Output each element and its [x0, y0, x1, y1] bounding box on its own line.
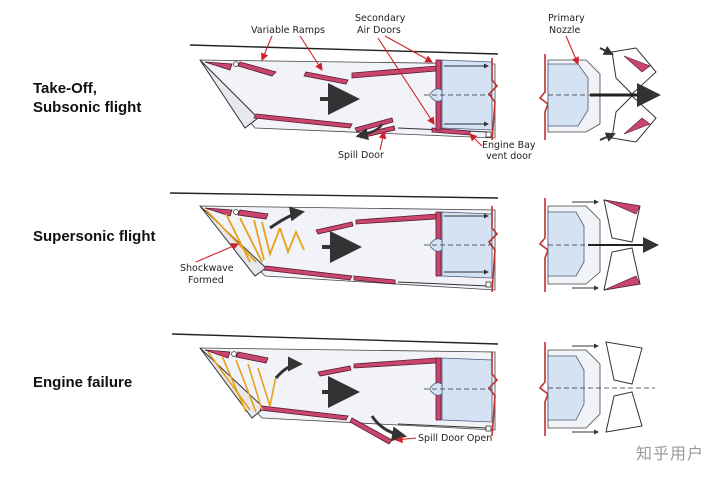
flow-arrow-upper-bleed [274, 356, 303, 379]
lower-duct-wall [259, 405, 349, 421]
row-label-failure: Engine failure [33, 374, 133, 391]
label-shockwave-line-1: Shockwave [180, 263, 234, 274]
engine-cut-line [487, 58, 499, 141]
variable-ramp-3 [315, 221, 354, 235]
variable-ramp-1 [204, 207, 233, 217]
lower-skin [397, 281, 489, 287]
row-supersonic-diagram: Shockwave Formed [169, 192, 659, 293]
leader-spill-door [378, 130, 387, 151]
nacelle-top-skin [169, 192, 499, 199]
engine-compressor [441, 357, 493, 423]
row-label-subsonic: Take-Off, Subsonic flight [33, 79, 141, 117]
leader-shockwave [195, 243, 240, 263]
secondary-flap-lower [611, 95, 657, 143]
variable-ramp-1 [204, 349, 231, 359]
ramp-hinge [233, 209, 239, 215]
leader-spill-door-open [394, 435, 417, 444]
nozzle-secondary-flow-top [599, 45, 614, 55]
shockwave-pattern [207, 351, 277, 413]
nozzle-cut-line [538, 198, 549, 292]
leader-secondary-doors-b [377, 37, 435, 125]
ramp-hinge [231, 351, 237, 357]
row-label-subsonic-line-2: Subsonic flight [33, 99, 142, 116]
leader-secondary-doors-a [384, 35, 433, 63]
leader-variable-ramps-b [299, 35, 323, 71]
nozzle-secondary-flow-bottom [599, 132, 616, 142]
leader-engine-bay [469, 133, 483, 147]
lower-duct-wall [263, 265, 353, 281]
secondary-flap-upper [605, 341, 643, 385]
label-secondary-air-doors-line-1: Secondary [355, 13, 406, 24]
row-label-subsonic-line-1: Take-Off, [33, 80, 97, 97]
secondary-flap-upper [611, 47, 657, 95]
flow-arrow-upper-bleed [269, 206, 305, 230]
label-primary-nozzle-line-2: Nozzle [549, 25, 581, 36]
row-failure-diagram: Spill Door Open [171, 333, 655, 445]
label-engine-bay-line-1: Engine Bay [482, 140, 536, 151]
secondary-flap-lower-tip [603, 275, 641, 291]
secondary-flap-upper-tip [623, 55, 651, 73]
vent-door-box [485, 131, 492, 138]
label-engine-bay-line-2: vent door [486, 151, 532, 162]
variable-ramp-2 [235, 351, 269, 364]
nacelle-top-skin [171, 333, 499, 345]
nozzle-cut-line [538, 54, 549, 140]
engine-cut-line [487, 352, 499, 437]
lower-duct-wall [253, 113, 353, 129]
spill-door [353, 275, 396, 285]
leader-primary-nozzle [565, 35, 579, 66]
spill-door-open [349, 417, 393, 445]
engine-cut-line [487, 206, 499, 293]
variable-ramp-2 [237, 61, 277, 77]
label-secondary-air-doors-line-2: Air Doors [357, 25, 401, 36]
lower-skin [397, 423, 489, 429]
ramp-hinge [233, 61, 239, 67]
row-subsonic-diagram: Variable Ramps Secondary Air Doors Prima… [189, 13, 661, 162]
variable-ramp-2 [237, 209, 269, 220]
leader-variable-ramps-a [260, 35, 273, 62]
flow-arrow-spill [370, 415, 407, 442]
row-label-supersonic: Supersonic flight [33, 228, 156, 245]
shockwave-pattern [205, 209, 305, 263]
variable-ramp-3 [317, 365, 352, 377]
variable-ramp-1 [204, 61, 233, 71]
nozzle-cut-line [538, 342, 549, 436]
intake-lower-lip [199, 59, 259, 129]
watermark: 知乎用户 [635, 444, 704, 463]
secondary-flap-lower [605, 391, 643, 433]
primary-nozzle [547, 211, 585, 277]
label-variable-ramps: Variable Ramps [251, 25, 325, 36]
vent-door-box [485, 425, 492, 432]
label-shockwave-line-2: Formed [188, 275, 224, 286]
label-spill-door-open: Spill Door Open [418, 433, 492, 444]
secondary-flap-lower-tip [623, 117, 651, 135]
label-primary-nozzle-line-1: Primary [548, 13, 585, 24]
vent-door-box [485, 281, 492, 288]
nacelle-top-skin [189, 44, 499, 55]
label-spill-door: Spill Door [338, 150, 384, 161]
secondary-flap-upper-tip [603, 199, 641, 215]
flow-arrow-spill-door [355, 123, 384, 141]
